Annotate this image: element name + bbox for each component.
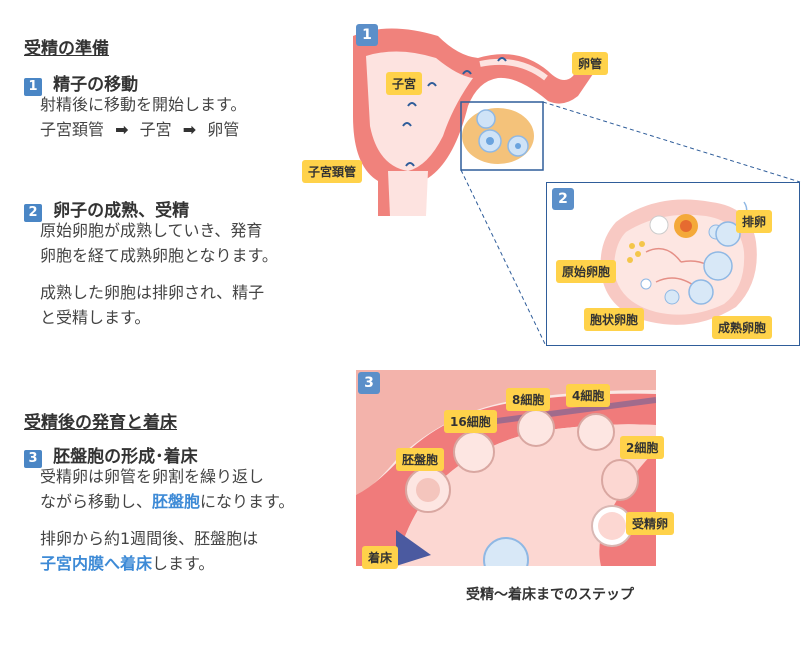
label-uterus: 子宮 bbox=[386, 72, 423, 95]
step3-header: 3 胚盤胞の形成･着床 bbox=[24, 442, 198, 468]
step1-title: 精子の移動 bbox=[53, 75, 139, 95]
route-cervix: 子宮頚管 bbox=[40, 120, 105, 139]
highlight-blastocyst: 胚盤胞 bbox=[152, 492, 201, 511]
arrow-right-icon: ➡ bbox=[182, 120, 197, 139]
step3-title: 胚盤胞の形成･着床 bbox=[53, 447, 198, 467]
label-16-cell: 16細胞 bbox=[444, 410, 497, 433]
label-fertilized-egg: 受精卵 bbox=[626, 512, 675, 535]
step3-line4: 子宮内膜へ着床します。 bbox=[40, 554, 215, 573]
step2-line3: 成熟した卵胞は排卵され、精子 bbox=[40, 283, 265, 302]
step3-line1: 受精卵は卵管を卵割を繰り返し bbox=[40, 467, 265, 486]
label-implantation: 着床 bbox=[362, 546, 399, 569]
step2-line1: 原始卵胞が成熟していき、発育 bbox=[40, 221, 263, 240]
label-blastocyst: 胚盤胞 bbox=[396, 448, 445, 471]
step2-body: 原始卵胞が成熟していき、発育 卵胞を経て成熟卵胞となります。 成熟した卵胞は排卵… bbox=[40, 218, 278, 330]
label-2-cell: 2細胞 bbox=[620, 436, 665, 459]
label-mature-follicle: 成熟卵胞 bbox=[712, 316, 773, 339]
label-ovulation: 排卵 bbox=[736, 210, 773, 233]
panel3-number: 3 bbox=[358, 372, 380, 394]
route-tube: 卵管 bbox=[207, 120, 240, 139]
step2-header: 2 卵子の成熟、受精 bbox=[24, 196, 189, 222]
step3-line2: ながら移動し、胚盤胞になります。 bbox=[40, 492, 295, 511]
step3-number: 3 bbox=[24, 450, 42, 468]
step3-body: 受精卵は卵管を卵割を繰り返し ながら移動し、胚盤胞になります。 排卵から約1週間… bbox=[40, 464, 294, 576]
section1-heading: 受精の準備 bbox=[24, 39, 109, 59]
label-4-cell: 4細胞 bbox=[566, 384, 611, 407]
step1-line1: 射精後に移動を開始します。 bbox=[40, 95, 247, 114]
step2-line4: と受精します。 bbox=[40, 308, 151, 327]
step1-number: 1 bbox=[24, 78, 42, 96]
step3-line3: 排卵から約1週間後、胚盤胞は bbox=[40, 529, 259, 548]
step2-number: 2 bbox=[24, 204, 42, 222]
arrow-right-icon: ➡ bbox=[115, 120, 129, 139]
step1-route: 子宮頚管 ➡ 子宮 ➡ 卵管 bbox=[40, 117, 246, 142]
step2-title: 卵子の成熟、受精 bbox=[53, 201, 190, 221]
step1-body: 射精後に移動を開始します。 子宮頚管 ➡ 子宮 ➡ 卵管 bbox=[40, 92, 246, 142]
highlight-implantation: 子宮内膜へ着床 bbox=[40, 554, 153, 573]
step2-line2: 卵胞を経て成熟卵胞となります。 bbox=[40, 246, 278, 265]
figure-caption: 受精～着床までのステップ bbox=[466, 587, 634, 603]
panel2-number: 2 bbox=[552, 188, 574, 210]
label-primordial-follicle: 原始卵胞 bbox=[556, 260, 617, 283]
panel1-number: 1 bbox=[356, 24, 378, 46]
section2-heading: 受精後の発育と着床 bbox=[24, 413, 177, 433]
label-fallopian-tube: 卵管 bbox=[572, 52, 609, 75]
label-8-cell: 8細胞 bbox=[506, 388, 551, 411]
step1-header: 1 精子の移動 bbox=[24, 70, 138, 96]
label-cervix: 子宮頚管 bbox=[302, 160, 363, 183]
route-uterus: 子宮 bbox=[139, 120, 172, 139]
label-antral-follicle: 胞状卵胞 bbox=[584, 308, 645, 331]
